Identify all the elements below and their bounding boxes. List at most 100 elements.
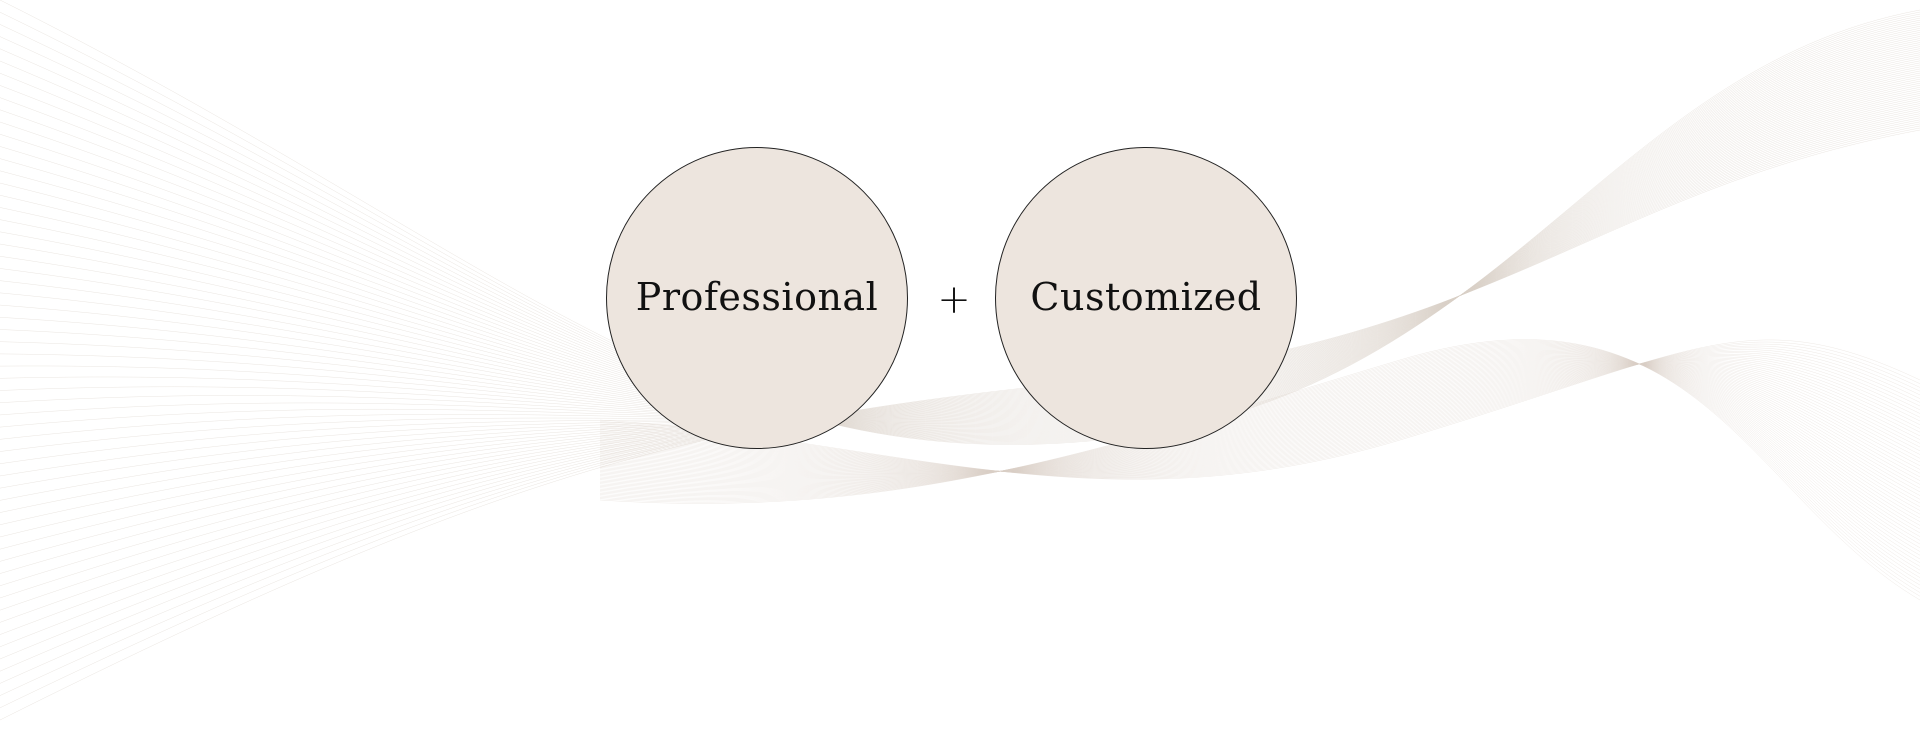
professional-label: Professional	[635, 275, 879, 319]
wave-line	[599, 347, 1920, 477]
wave-line	[0, 64, 1920, 422]
wave-line	[0, 54, 1920, 426]
wave-line	[0, 80, 1920, 428]
wave-line	[599, 362, 1920, 472]
wave-line	[0, 60, 1920, 424]
wave-line	[599, 359, 1920, 511]
wave-line	[599, 341, 1920, 593]
wave-line	[0, 26, 1920, 438]
wave-line	[599, 356, 1920, 474]
wave-line	[0, 82, 1920, 440]
wave-line	[599, 354, 1920, 541]
wave-line	[0, 46, 1920, 429]
wave-line	[599, 352, 1920, 476]
wave-line	[599, 344, 1920, 582]
wave-line	[0, 76, 1920, 419]
wave-line	[0, 56, 1920, 425]
wave-line	[0, 15, 1920, 443]
wave-line	[599, 359, 1920, 473]
wave-line	[599, 352, 1920, 549]
wave-line	[599, 359, 1920, 515]
wave-line	[0, 52, 1920, 427]
wave-line	[599, 363, 1920, 472]
wave-line	[599, 357, 1920, 474]
wave-line	[599, 362, 1920, 489]
wave-line	[599, 358, 1920, 474]
wave-line	[599, 361, 1920, 473]
wave-line	[599, 341, 1920, 479]
wave-line	[599, 358, 1920, 519]
wave-line	[0, 13, 1920, 443]
wave-line	[0, 109, 1920, 599]
wave-line	[0, 38, 1920, 433]
professional-circle: Professional	[606, 147, 908, 449]
wave-line	[0, 72, 1920, 420]
wave-line	[0, 74, 1920, 420]
wave-line	[599, 355, 1920, 534]
wave-line	[0, 78, 1920, 419]
customized-circle: Customized	[995, 147, 1297, 449]
wave-line	[0, 23, 1920, 439]
wave-line	[599, 343, 1920, 479]
wave-line	[0, 34, 1920, 434]
wave-line	[599, 361, 1920, 472]
wave-line	[599, 348, 1920, 567]
wave-line	[599, 355, 1920, 475]
wave-line	[0, 58, 1920, 425]
wave-line	[0, 117, 1920, 648]
wave-line	[599, 361, 1920, 500]
wave-line	[599, 362, 1920, 493]
wave-line	[0, 21, 1920, 440]
wave-line	[0, 50, 1920, 428]
wave-line	[599, 360, 1920, 473]
wave-line	[599, 360, 1920, 508]
wave-line	[599, 353, 1920, 545]
wave-line	[0, 105, 1920, 574]
wave-line	[599, 363, 1920, 472]
wave-line	[599, 339, 1920, 480]
plus-sign: +	[937, 277, 971, 323]
wave-line	[0, 11, 1920, 444]
customized-label: Customized	[1030, 275, 1262, 319]
wave-line	[599, 350, 1920, 556]
wave-line	[599, 363, 1920, 472]
wave-line	[599, 345, 1920, 578]
wave-line	[0, 48, 1920, 428]
wave-line	[599, 363, 1920, 472]
wave-line	[599, 349, 1920, 563]
wave-line	[599, 363, 1920, 485]
wave-line	[599, 349, 1920, 477]
wave-line	[599, 363, 1920, 472]
wave-line	[599, 340, 1920, 597]
wave-line	[0, 0, 1920, 445]
wave-line	[599, 353, 1920, 475]
wave-line	[599, 339, 1920, 601]
wave-line	[599, 357, 1920, 522]
wave-line	[599, 357, 1920, 526]
wave-line	[599, 363, 1920, 474]
wave-line	[599, 362, 1920, 472]
wave-line	[599, 350, 1920, 476]
wave-line	[0, 36, 1920, 433]
wave-line	[0, 30, 1920, 436]
wave-line	[599, 360, 1920, 504]
wave-line	[599, 363, 1920, 478]
wave-line	[599, 351, 1920, 552]
wave-line	[599, 346, 1920, 575]
wave-line	[599, 361, 1920, 496]
wave-line	[0, 62, 1920, 423]
wave-line	[599, 345, 1920, 478]
wave-line	[0, 17, 1920, 442]
wave-line	[0, 28, 1920, 437]
wave-line	[0, 70, 1920, 421]
wave-line	[0, 19, 1920, 441]
wave-line	[0, 68, 1920, 421]
wave-line	[599, 347, 1920, 571]
wave-line	[0, 40, 1920, 432]
wave-line	[599, 363, 1920, 472]
wave-line	[599, 355, 1920, 537]
wave-line	[599, 363, 1920, 481]
wave-line	[599, 349, 1920, 560]
wave-line	[599, 342, 1920, 590]
wave-line	[0, 107, 1920, 587]
